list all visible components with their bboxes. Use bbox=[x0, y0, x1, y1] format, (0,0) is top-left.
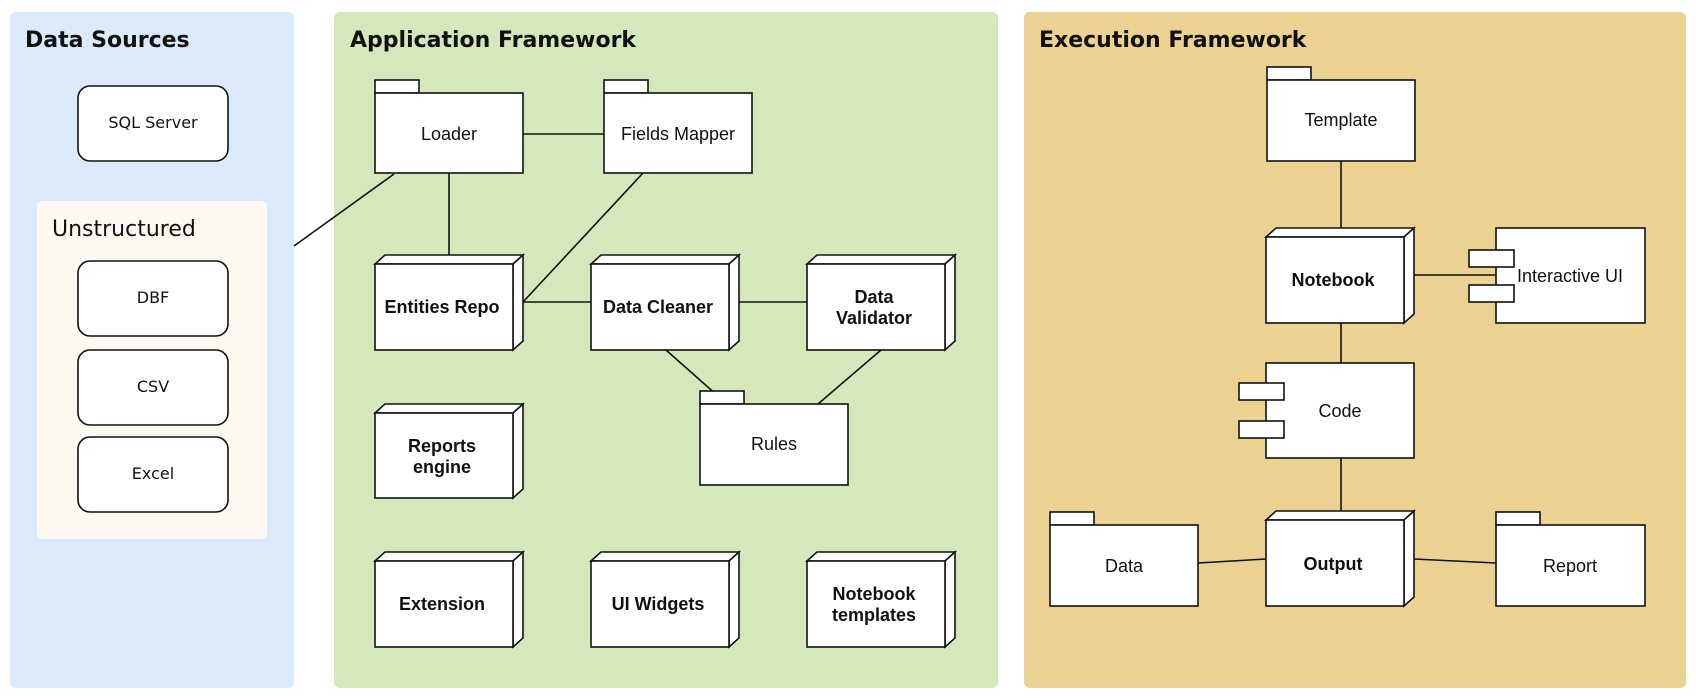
excel-node: Excel bbox=[77, 436, 229, 513]
unstructured-title: Unstructured bbox=[52, 217, 196, 242]
report-label: Report bbox=[1543, 556, 1597, 576]
dbf-label: DBF bbox=[137, 288, 170, 307]
template-package: Template bbox=[1266, 66, 1416, 162]
dbf-node: DBF bbox=[77, 260, 229, 337]
notebook-templates-label-line2: templates bbox=[832, 605, 916, 625]
entities-repo-label: Entities Repo bbox=[384, 297, 499, 317]
template-label: Template bbox=[1304, 110, 1377, 130]
reports-engine-label-line1: Reports bbox=[408, 436, 476, 456]
data-cleaner-node: Data Cleaner bbox=[588, 253, 742, 352]
ui-widgets-label: UI Widgets bbox=[612, 594, 705, 614]
reports-engine-node: Reports engine bbox=[372, 402, 526, 500]
extension-label: Extension bbox=[399, 594, 485, 614]
data-validator-label-line2: Validator bbox=[836, 308, 912, 328]
output-node: Output bbox=[1263, 509, 1417, 608]
entities-repo-node: Entities Repo bbox=[372, 253, 526, 352]
connector-fields-mapper-entities-repo bbox=[522, 172, 644, 303]
data-label: Data bbox=[1105, 556, 1144, 576]
rules-label: Rules bbox=[751, 434, 797, 454]
connector-sources-loader bbox=[293, 173, 395, 247]
loader-label: Loader bbox=[421, 124, 477, 144]
fields-mapper-package: Fields Mapper bbox=[603, 79, 753, 174]
connector-output-report bbox=[1413, 558, 1497, 564]
interactive-ui-component: Interactive UI bbox=[1468, 227, 1646, 324]
csv-node: CSV bbox=[77, 349, 229, 426]
output-label: Output bbox=[1304, 554, 1363, 574]
reports-engine-label-line2: engine bbox=[413, 457, 471, 477]
connector-data-output bbox=[1197, 558, 1267, 564]
sql-server-label: SQL Server bbox=[108, 113, 198, 132]
connector-data-validator-rules bbox=[817, 349, 882, 405]
sql-server-node: SQL Server bbox=[77, 85, 229, 162]
data-validator-node: Data Validator bbox=[804, 253, 958, 352]
code-label: Code bbox=[1318, 401, 1361, 421]
fields-mapper-label: Fields Mapper bbox=[621, 124, 735, 144]
csv-label: CSV bbox=[137, 377, 169, 396]
ui-widgets-node: UI Widgets bbox=[588, 550, 742, 649]
extension-node: Extension bbox=[372, 550, 526, 649]
execution-framework-title: Execution Framework bbox=[1039, 28, 1308, 53]
data-cleaner-label: Data Cleaner bbox=[603, 297, 713, 317]
notebook-templates-node: Notebook templates bbox=[804, 550, 958, 649]
notebook-templates-label-line1: Notebook bbox=[833, 584, 917, 604]
notebook-label: Notebook bbox=[1292, 270, 1376, 290]
data-package: Data bbox=[1049, 511, 1199, 607]
report-package: Report bbox=[1495, 511, 1646, 607]
loader-package: Loader bbox=[374, 79, 524, 174]
interactive-ui-label: Interactive UI bbox=[1517, 266, 1623, 286]
data-validator-label-line1: Data bbox=[854, 287, 894, 307]
code-component: Code bbox=[1238, 362, 1415, 459]
rules-package: Rules bbox=[699, 390, 849, 486]
connectors bbox=[293, 133, 1497, 564]
application-framework-title: Application Framework bbox=[350, 28, 637, 53]
notebook-node: Notebook bbox=[1263, 226, 1417, 325]
data-sources-title: Data Sources bbox=[25, 28, 190, 53]
excel-label: Excel bbox=[132, 464, 174, 483]
